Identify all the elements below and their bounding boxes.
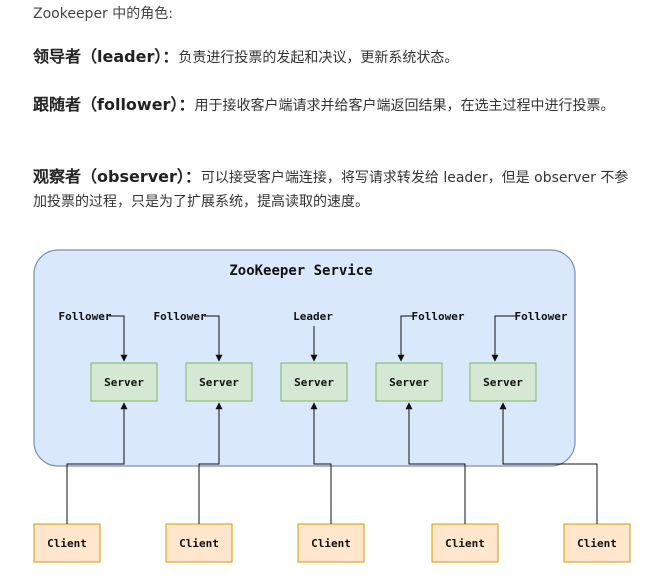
role-follower-term: 跟随者（follower）： xyxy=(33,95,195,114)
role-labels: Follower Follower Leader Follower Follower xyxy=(59,310,568,323)
servers: Server Server Server Server Server xyxy=(90,362,537,402)
client-label: Client xyxy=(577,537,617,550)
role-label-follower: Follower xyxy=(515,310,568,323)
server-label: Server xyxy=(389,376,429,389)
role-label-leader: Leader xyxy=(293,310,333,323)
client-label: Client xyxy=(47,537,87,550)
role-arrow-3 xyxy=(397,315,414,362)
server-box xyxy=(469,362,537,402)
server-label: Server xyxy=(483,376,523,389)
server-label: Server xyxy=(294,376,334,389)
client-connection-1 xyxy=(198,402,223,524)
client-box xyxy=(33,523,101,563)
client-label: Client xyxy=(311,537,351,550)
role-arrow-4 xyxy=(491,315,517,362)
server-box xyxy=(375,362,443,402)
client-connection-4 xyxy=(499,402,598,524)
server-label: Server xyxy=(199,376,239,389)
role-label-follower: Follower xyxy=(59,310,112,323)
role-arrow-0 xyxy=(109,315,128,362)
client-box xyxy=(165,523,233,563)
server-box xyxy=(90,362,158,402)
client-box xyxy=(297,523,365,563)
role-follower: 跟随者（follower）：用于接收客户端请求并给客户端返回结果，在选主过程中进… xyxy=(33,93,637,118)
server-label: Server xyxy=(104,376,144,389)
client-connection-0 xyxy=(66,402,128,524)
clients: Client Client Client Client Client xyxy=(33,523,631,563)
client-connection-2 xyxy=(310,402,332,524)
intro-text: Zookeeper 中的角色: xyxy=(33,6,173,22)
role-label-follower: Follower xyxy=(154,310,207,323)
connections xyxy=(66,315,598,524)
zookeeper-architecture-diagram: ZooKeeper Service Follower Follower Leader… xyxy=(33,249,631,563)
client-connection-3 xyxy=(405,402,466,524)
role-observer: 观察者（observer）：可以接受客户端连接，将写请求转发给 leader，但… xyxy=(33,165,637,214)
role-leader-term: 领导者（leader）： xyxy=(33,47,179,66)
role-follower-desc: 用于接收客户端请求并给客户端返回结果，在选主过程中进行投票。 xyxy=(194,98,615,114)
service-title: ZooKeeper Service xyxy=(229,263,372,279)
client-label: Client xyxy=(179,537,219,550)
client-label: Client xyxy=(445,537,485,550)
role-leader-desc: 负责进行投票的发起和决议，更新系统状态。 xyxy=(178,50,459,66)
role-leader: 领导者（leader）：负责进行投票的发起和决议，更新系统状态。 xyxy=(33,45,637,70)
role-arrow-1 xyxy=(204,315,223,362)
client-box xyxy=(431,523,499,563)
service-container xyxy=(33,249,576,467)
client-box xyxy=(563,523,631,563)
server-box xyxy=(185,362,253,402)
role-observer-term: 观察者（observer）： xyxy=(33,167,201,186)
role-label-follower: Follower xyxy=(412,310,465,323)
role-observer-desc: 可以接受客户端连接，将写请求转发给 leader，但是 observer 不参加… xyxy=(33,170,629,210)
server-box xyxy=(280,362,348,402)
